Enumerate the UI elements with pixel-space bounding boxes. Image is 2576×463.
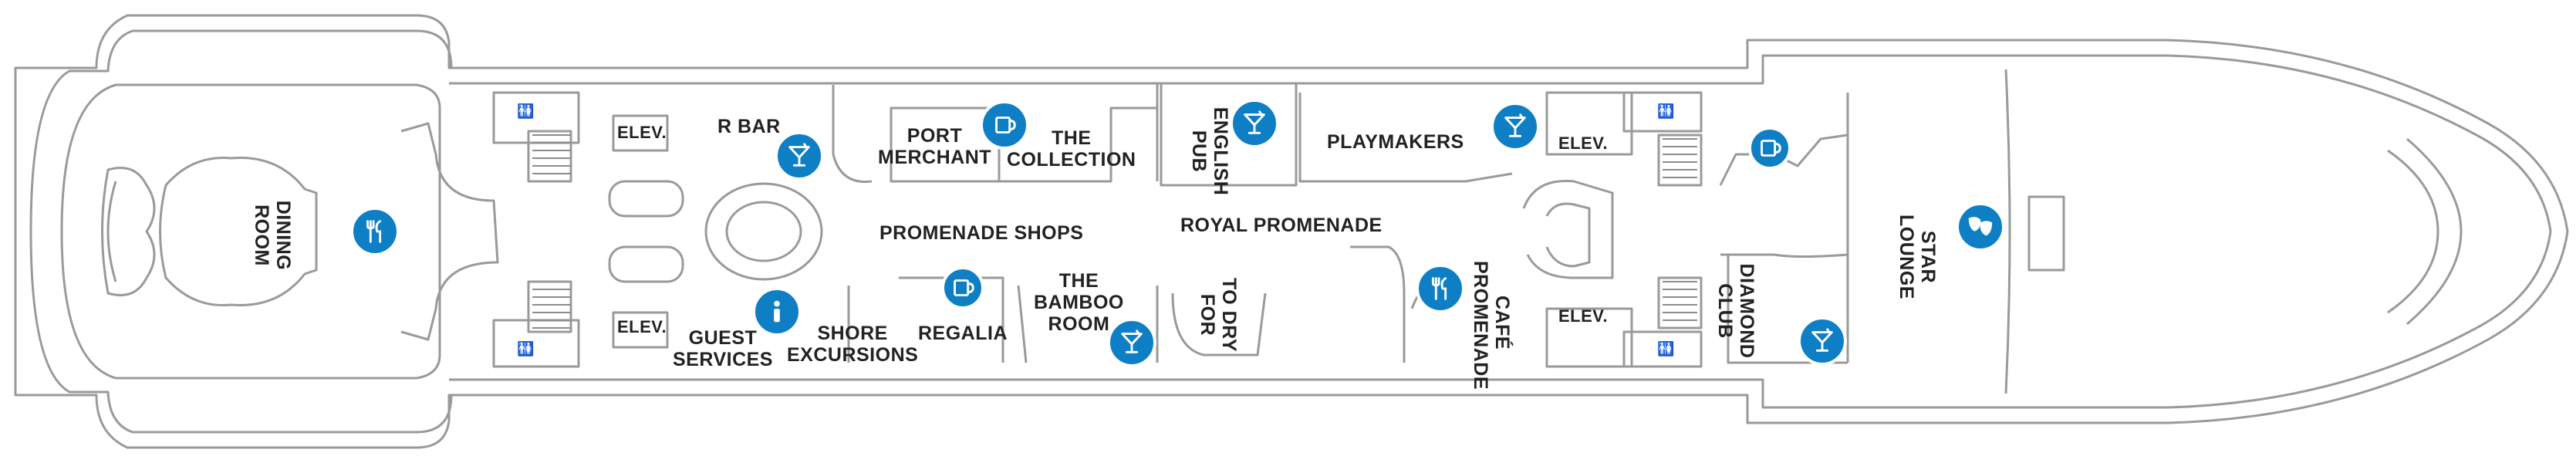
dining-icon[interactable] xyxy=(350,207,400,256)
venue-cafe-promenade[interactable]: CAFÉ PROMENADE xyxy=(1470,261,1513,390)
venue-port-merchant[interactable]: PORT MERCHANT xyxy=(878,125,992,168)
info-icon[interactable] xyxy=(752,287,802,336)
venue-the-collection[interactable]: THE COLLECTION xyxy=(1007,127,1136,171)
hull-inner xyxy=(449,54,2552,409)
restroom-icon: 🚻 xyxy=(1657,103,1675,120)
venue-to-dry-for[interactable]: TO DRY FOR xyxy=(1197,277,1240,353)
coffee-cup-icon[interactable] xyxy=(1748,127,1791,170)
elevator-label: ELEV. xyxy=(1558,306,1609,326)
coffee-cup-icon[interactable] xyxy=(980,100,1029,150)
venue-english-pub[interactable]: ENGLISH PUB xyxy=(1188,106,1231,196)
restroom-icon: 🚻 xyxy=(517,341,535,357)
restroom-icon: 🚻 xyxy=(1657,341,1675,357)
venue-bamboo-room[interactable]: THE BAMBOO ROOM xyxy=(1034,270,1124,335)
venue-dining-room[interactable]: DINING ROOM xyxy=(251,200,294,271)
venue-diamond-club[interactable]: DIAMOND CLUB xyxy=(1714,263,1757,359)
hull-outline xyxy=(14,14,2569,449)
venue-royal-promenade[interactable]: ROYAL PROMENADE xyxy=(1180,215,1383,236)
dining-icon[interactable] xyxy=(1416,264,1465,313)
venue-guest-services[interactable]: GUEST SERVICES xyxy=(673,327,773,370)
elevator-label: ELEV. xyxy=(617,123,667,142)
venue-r-bar[interactable]: R BAR xyxy=(717,116,781,137)
stern-outline xyxy=(29,29,453,434)
venue-playmakers[interactable]: PLAYMAKERS xyxy=(1327,131,1464,153)
theater-masks-icon[interactable] xyxy=(1956,202,2005,252)
cocktail-icon[interactable] xyxy=(1798,316,1847,366)
cocktail-icon[interactable] xyxy=(1230,99,1279,148)
dining-room-outline xyxy=(159,156,318,307)
cocktail-icon[interactable] xyxy=(1107,318,1156,367)
venue-regalia[interactable]: REGALIA xyxy=(918,323,1008,344)
venue-promenade-shops[interactable]: PROMENADE SHOPS xyxy=(879,222,1084,244)
restroom-icon: 🚻 xyxy=(517,103,535,120)
elevator-label: ELEV. xyxy=(617,317,667,336)
cocktail-icon[interactable] xyxy=(1491,102,1540,151)
venue-star-lounge[interactable]: STAR LOUNGE xyxy=(1896,215,1939,299)
venue-shore-excursions[interactable]: SHORE EXCURSIONS xyxy=(787,323,919,366)
cocktail-icon[interactable] xyxy=(775,131,824,181)
coffee-cup-icon[interactable] xyxy=(941,266,984,309)
elevator-label: ELEV. xyxy=(1558,133,1609,153)
